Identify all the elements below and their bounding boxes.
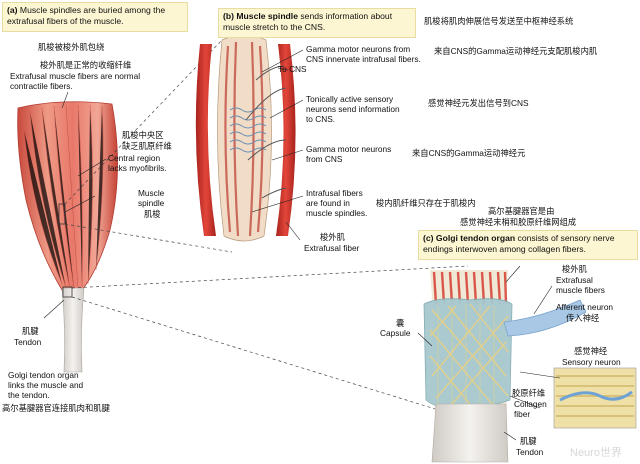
- intrafusal-label-b: are found in: [306, 198, 350, 208]
- extrafusal-fiber-label: Extrafusal fiber: [304, 243, 360, 253]
- collagen-inset: [553, 367, 637, 429]
- panel-a-zh-title: 肌梭被梭外肌包绕: [38, 42, 105, 52]
- muscle-spindle-label-2: spindle: [138, 198, 165, 208]
- extrafusal-c-zh: 梭外肌: [562, 264, 587, 274]
- golgi-tendon-organ: [423, 270, 587, 463]
- tendon-label-a: Tendon: [14, 337, 42, 347]
- panel-b-heading: (b) Muscle spindle sends information abo…: [218, 8, 416, 38]
- muscle-spindle: [195, 34, 296, 242]
- gamma-motor-label-1b: CNS innervate intrafusal fibers.: [306, 54, 421, 64]
- panel-a-heading: (a) Muscle spindles are buried among the…: [2, 2, 188, 32]
- extrafusal-zh: 梭外肌是正常的收缩纤维: [40, 60, 132, 70]
- muscle-spindle-label-1: Muscle: [138, 188, 165, 198]
- tendon-c-label: Tendon: [516, 447, 544, 457]
- gamma-motor-zh-1: 来自CNS的Gamma运动神经元支配肌梭内肌: [434, 46, 598, 56]
- gamma-motor-label-2b: from CNS: [306, 154, 343, 164]
- lacks-myofibrils-label: lacks myofibrils.: [108, 163, 167, 173]
- gamma-motor-label-1a: Gamma motor neurons from: [306, 44, 411, 54]
- golgi-organ-zh-2: 感觉神经末梢和胶原纤维网组成: [460, 217, 577, 227]
- golgi-note-1: Golgi tendon organ: [8, 370, 79, 380]
- afferent-neuron-label: Afferent neuron: [556, 302, 614, 312]
- central-region-zh: 肌梭中央区: [122, 130, 164, 140]
- watermark: Neuro世界: [570, 447, 622, 459]
- extrafusal-c-label-2: muscle fibers: [556, 285, 605, 295]
- gamma-motor-zh-2: 来自CNS的Gamma运动神经元: [412, 148, 526, 158]
- to-cns-label: To CNS: [278, 64, 307, 74]
- tonic-sensory-zh: 感觉神经元发出信号到CNS: [428, 98, 529, 108]
- sensory-neuron-label: Sensory neuron: [562, 357, 621, 367]
- tendon-c-zh: 肌腱: [520, 436, 537, 446]
- lacks-myofibrils-zh: 缺乏肌原纤维: [122, 141, 172, 151]
- golgi-organ-zh-1: 高尔基腱器官是由: [488, 206, 555, 216]
- panel-c-heading: (c) Golgi tendon organ consists of senso…: [418, 230, 638, 260]
- capsule-zh: 囊: [396, 318, 405, 328]
- intrafusal-label-a: Intrafusal fibers: [306, 188, 363, 198]
- tendon-zh-a: 肌腱: [22, 326, 39, 336]
- central-region-label: Central region: [108, 153, 161, 163]
- tonic-sensory-label-b: neurons send information: [306, 104, 400, 114]
- panel-b-zh-title: 肌梭将肌肉伸展信号发送至中枢神经系统: [424, 16, 574, 26]
- capsule-label: Capsule: [380, 328, 411, 338]
- golgi-zh: 高尔基腱器官连接肌肉和肌腱: [2, 403, 110, 413]
- gamma-motor-label-2a: Gamma motor neurons: [306, 144, 392, 154]
- intrafusal-label-c: muscle spindles.: [306, 208, 368, 218]
- sensory-neuron-zh: 感觉神经: [574, 346, 608, 356]
- extrafusal-c-label-1: Extrafusal: [556, 275, 593, 285]
- intrafusal-zh: 梭内肌纤维只存在于肌梭内: [376, 198, 476, 208]
- golgi-note-2: links the muscle and: [8, 380, 84, 390]
- collagen-zh: 胶原纤维: [512, 388, 546, 398]
- whole-muscle: [17, 101, 118, 373]
- afferent-neuron-zh: 传入神经: [566, 313, 600, 323]
- collagen-label-2: fiber: [514, 409, 531, 419]
- extrafusal-fiber-zh: 梭外肌: [320, 232, 345, 242]
- golgi-note-3: the tendon.: [8, 390, 50, 400]
- muscle-spindle-zh: 肌梭: [144, 209, 161, 219]
- tonic-sensory-label-a: Tonically active sensory: [306, 94, 394, 104]
- extrafusal-note: Extrafusal muscle fibers are normal cont…: [10, 71, 141, 91]
- collagen-label-1: Collagen: [514, 399, 547, 409]
- tonic-sensory-label-c: to CNS.: [306, 114, 336, 124]
